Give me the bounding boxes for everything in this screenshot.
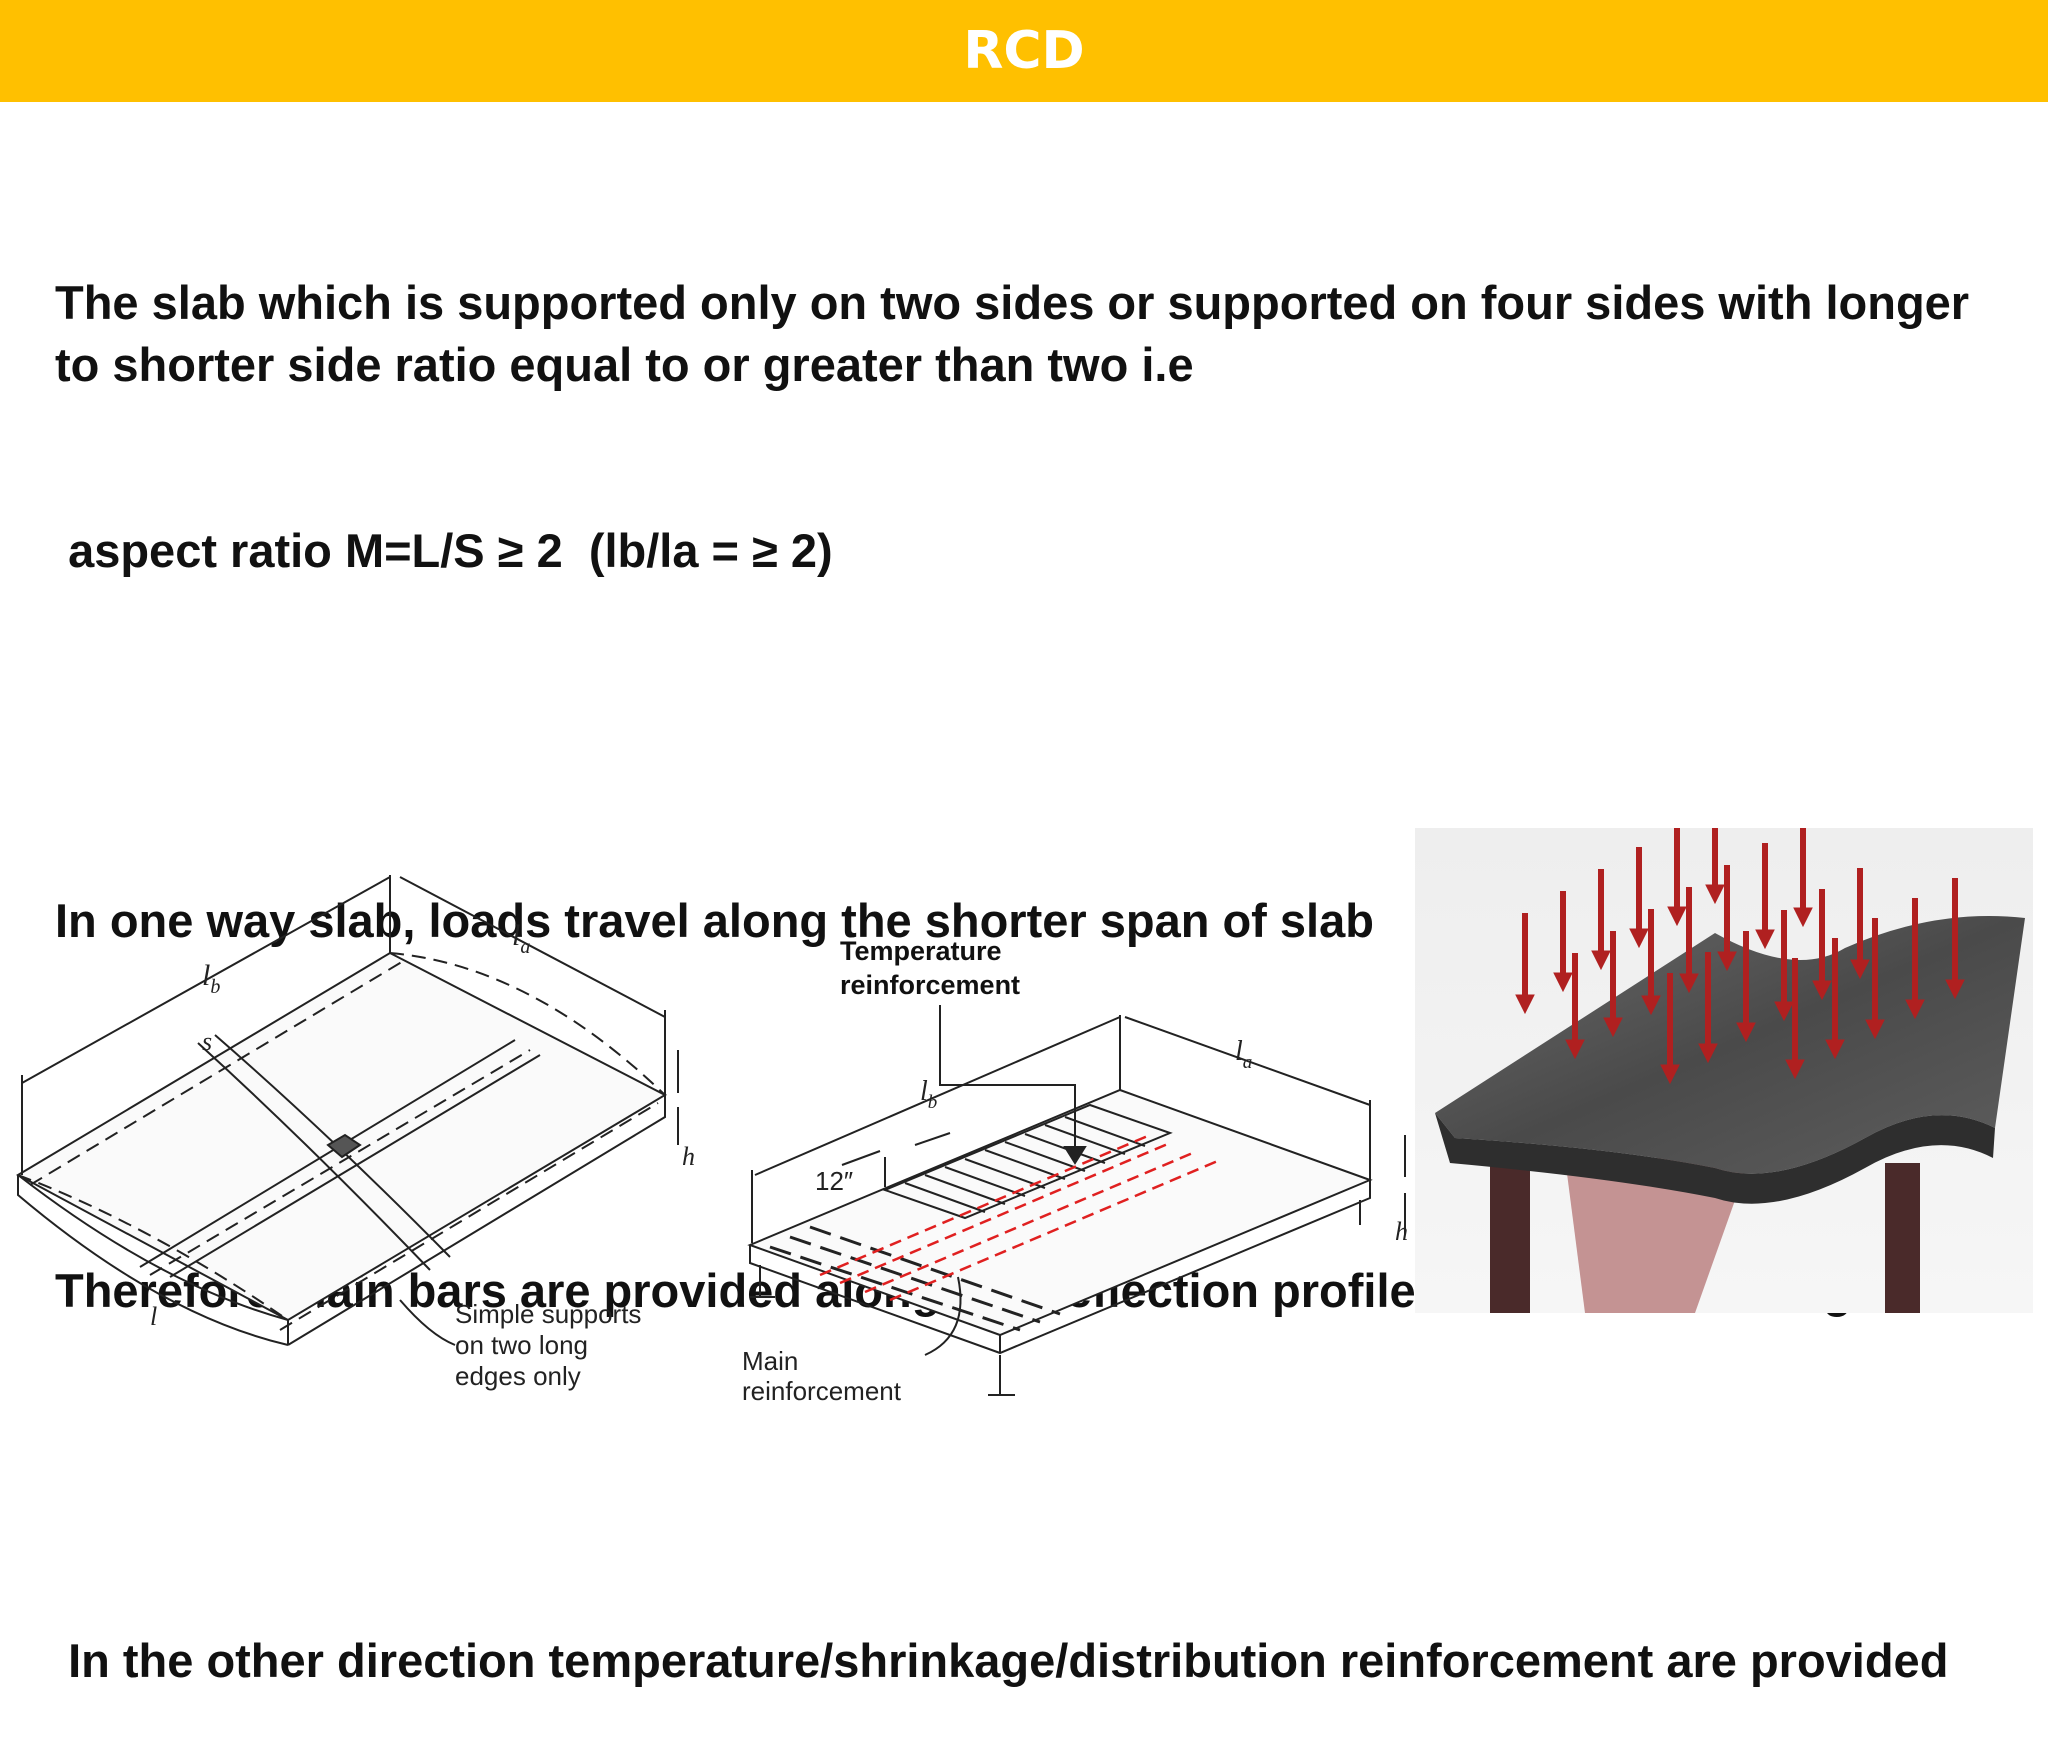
load-arrow-head — [1603, 1017, 1623, 1038]
label-la: la — [1235, 1036, 1252, 1073]
main-label-line2: reinforcement — [742, 1376, 902, 1406]
supports-line3: edges only — [455, 1361, 581, 1391]
load-arrow-head — [1629, 928, 1649, 949]
load-arrow-head — [1565, 1039, 1585, 1060]
load-arrow-head — [1774, 1001, 1794, 1022]
load-arrow-head — [1705, 884, 1725, 905]
load-arrow-head — [1865, 1019, 1885, 1040]
load-arrows — [1515, 828, 1965, 1085]
label-lb: lb — [920, 1076, 937, 1113]
load-arrow-head — [1717, 951, 1737, 972]
title-bar: RCD — [0, 0, 2048, 102]
figure-slab-deflection: lb la s l h Simple supports on two long … — [10, 845, 710, 1415]
load-arrow-head — [1736, 1022, 1756, 1043]
label-12-inch: 12″ — [815, 1166, 853, 1196]
label-l: l — [150, 1302, 157, 1331]
loaded-slab-illustration — [1415, 828, 2033, 1313]
paragraph-definition: The slab which is supported only on two … — [55, 276, 1983, 391]
temperature-label-line1: Temperature — [840, 936, 1002, 966]
load-arrow-head — [1660, 1064, 1680, 1085]
figure-loaded-slab-3d — [1415, 828, 2033, 1313]
temperature-label-line2: reinforcement — [840, 970, 1020, 1000]
load-arrow-head — [1641, 995, 1661, 1016]
load-arrow-head — [1515, 994, 1535, 1015]
paragraph-load-path: In one way slab, loads travel along the … — [55, 894, 1374, 947]
label-lb: lb — [202, 959, 220, 998]
load-arrow-head — [1591, 950, 1611, 971]
supports-line1: Simple supports — [455, 1299, 641, 1329]
load-arrow-head — [1945, 979, 1965, 1000]
load-arrow-head — [1785, 1059, 1805, 1080]
load-arrow-head — [1850, 959, 1870, 980]
load-arrow-head — [1905, 999, 1925, 1020]
label-s: s — [202, 1027, 212, 1056]
load-arrow-head — [1553, 972, 1573, 993]
load-arrow-head — [1755, 929, 1775, 950]
slab-deflection-drawing: lb la s l h Simple supports on two long … — [15, 875, 695, 1391]
slide-title: RCD — [963, 21, 1085, 81]
load-arrow-head — [1667, 906, 1687, 927]
load-arrow-head — [1812, 980, 1832, 1001]
load-arrow-head — [1679, 973, 1699, 994]
load-arrow-head — [1793, 907, 1813, 928]
paragraph-temperature: In the other direction temperature/shrin… — [55, 1634, 1949, 1687]
label-h: h — [1395, 1217, 1408, 1246]
load-arrow-head — [1698, 1043, 1718, 1064]
reinforcement-drawing: Temperature reinforcement lb la 12″ h Ma… — [742, 936, 1408, 1406]
figure-reinforcement-layout: Temperature reinforcement lb la 12″ h Ma… — [730, 925, 1420, 1425]
main-label-line1: Main — [742, 1346, 798, 1376]
supports-line2: on two long — [455, 1330, 588, 1360]
label-la: la — [512, 919, 530, 958]
load-arrow-head — [1825, 1039, 1845, 1060]
paragraph-aspect-ratio: aspect ratio M=L/S ≥ 2 (lb/la = ≥ 2) — [55, 524, 833, 577]
label-h: h — [682, 1142, 695, 1171]
